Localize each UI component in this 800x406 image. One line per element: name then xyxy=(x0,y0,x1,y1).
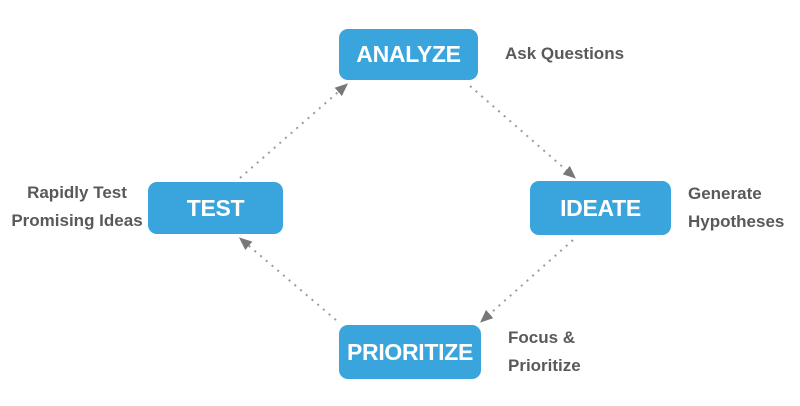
node-prioritize-label: PRIORITIZE xyxy=(346,338,474,365)
arrow-test-to-analyze xyxy=(239,83,349,179)
arrow-prioritize-to-test xyxy=(238,237,337,321)
node-test-label: TEST xyxy=(186,194,245,221)
node-ideate-label: IDEATE xyxy=(560,194,641,221)
node-analyze: ANALYZE xyxy=(339,29,478,80)
node-test: TEST xyxy=(148,182,283,234)
arrow-analyze-to-ideate xyxy=(469,85,577,179)
arrow-ideate-to-prioritize xyxy=(480,239,574,323)
node-analyze-label: ANALYZE xyxy=(356,41,461,67)
node-ideate: IDEATE xyxy=(530,181,671,235)
annotation-focus-prioritize: Focus & Prioritize xyxy=(508,328,581,375)
node-prioritize: PRIORITIZE xyxy=(339,325,481,379)
annotation-ask-questions: Ask Questions xyxy=(505,44,625,63)
annotation-generate-hypotheses: Generate Hypotheses xyxy=(688,184,785,231)
annotation-rapidly-test: Rapidly Test Promising Ideas xyxy=(11,183,143,230)
